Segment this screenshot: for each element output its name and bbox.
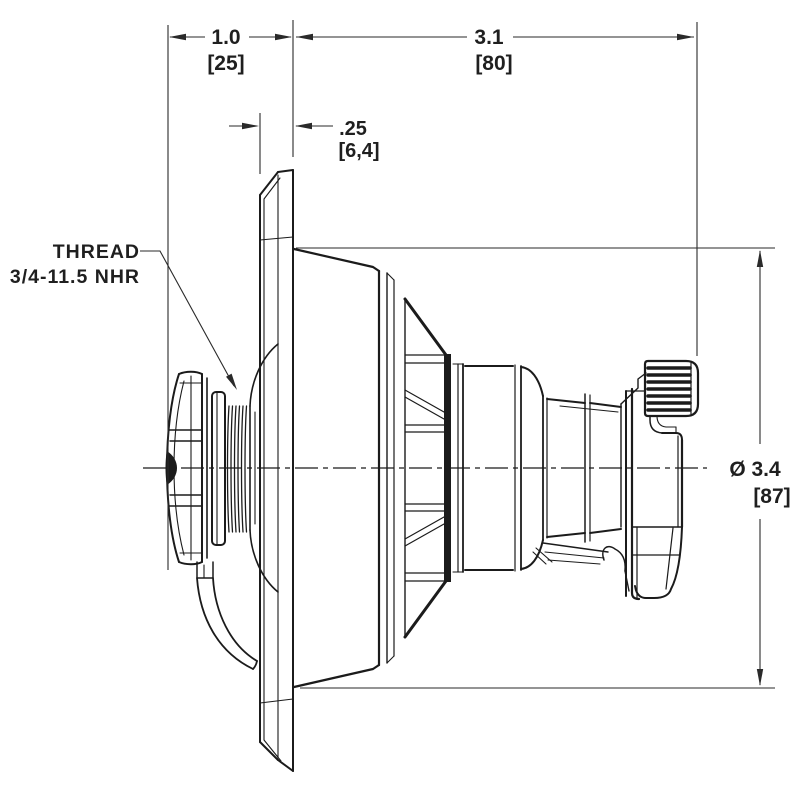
dimension-arrowheads bbox=[169, 33, 764, 686]
dim-behind-wall-mm: [25] bbox=[207, 52, 244, 75]
adjustment-knob bbox=[643, 359, 700, 434]
dim-plate-thickness-mm: [6,4] bbox=[338, 140, 379, 162]
tail-bell bbox=[249, 343, 279, 593]
dim-behind-wall-inches: 1.0 bbox=[211, 26, 240, 49]
dim-face-diameter-mm: [87] bbox=[753, 485, 790, 508]
dimension-labels: 1.0 [25] 3.1 [80] .25 [6,4] THREAD 3/4-1… bbox=[10, 26, 791, 508]
thread-leader-line bbox=[140, 250, 235, 387]
dimension-lines bbox=[140, 20, 775, 689]
thread-note-line1: THREAD bbox=[53, 241, 140, 263]
lock-nut bbox=[165, 370, 208, 566]
dim-front-length-inches: 3.1 bbox=[474, 26, 504, 49]
wall-plate bbox=[259, 169, 294, 772]
dim-plate-thickness-inches: .25 bbox=[339, 118, 367, 140]
thread-note-line2: 3/4-11.5 NHR bbox=[10, 266, 140, 288]
washer bbox=[211, 391, 226, 546]
dim-face-diameter-inches: Ø 3.4 bbox=[729, 458, 781, 481]
retaining-strap bbox=[196, 561, 258, 670]
dim-front-length-mm: [80] bbox=[475, 52, 512, 75]
threads bbox=[226, 405, 248, 533]
jet-body bbox=[292, 247, 630, 689]
nozzle-face bbox=[620, 372, 684, 601]
